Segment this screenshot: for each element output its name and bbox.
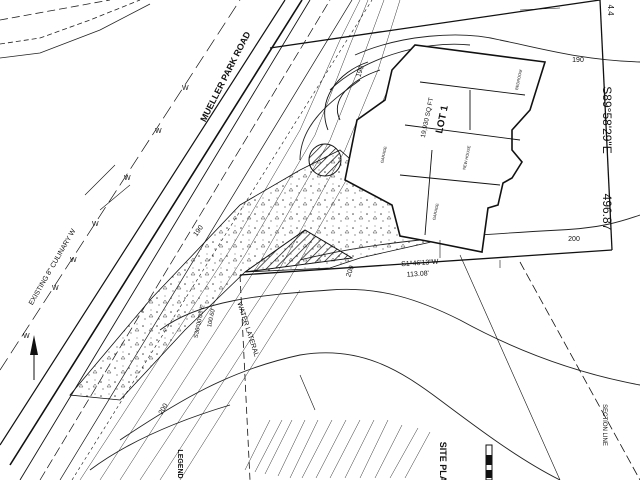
east-distance-label: 496.87 [600, 194, 614, 231]
contour-190-mid: 190 [193, 224, 205, 238]
contour-190-top: 190 [355, 65, 365, 78]
svg-text:W: W [155, 128, 162, 135]
section-line-label: SECTION LINE [601, 404, 607, 446]
contour-200-bottom: 200 [158, 402, 170, 416]
garage-label-1: GARAGE [379, 145, 388, 163]
corner-note: 4.4 [606, 4, 615, 16]
culinary-water-line: W W W W W W W [0, 0, 241, 371]
road-name-label: MUELLER PARK ROAD [198, 29, 252, 123]
contour-200-right: 200 [568, 236, 580, 243]
top-frame [0, 0, 151, 59]
contour-190-right: 190 [572, 57, 584, 64]
house-label: NEW HOUSE [462, 145, 472, 170]
svg-text:W: W [124, 175, 131, 182]
house-footprint [344, 44, 547, 253]
garage-label-2: GARAGE [431, 202, 440, 220]
property-boundary [239, 0, 640, 480]
legend-title: LEGEND [176, 449, 183, 478]
svg-text:W: W [23, 333, 30, 340]
culinary-water-label: EXISTING 8" CULINARY W [28, 228, 78, 307]
south-bearing-label: S1°46'13"W [401, 258, 439, 269]
svg-text:W: W [92, 221, 99, 228]
house-interior-lines [399, 81, 526, 236]
north-arrow [30, 335, 38, 380]
dimension-lines [84, 7, 561, 411]
tree-circle [308, 143, 342, 177]
svg-text:W: W [182, 85, 189, 92]
south-distance-label: 113.08' [407, 270, 430, 279]
svg-text:W: W [52, 285, 59, 292]
east-bearing-label: S89°58'29"E [600, 86, 614, 153]
contour-200-lower: 200 [345, 265, 356, 278]
scale-bar [485, 444, 493, 480]
site-plan-title: SITE PLA [438, 442, 448, 480]
frontage-distance-label: 100.60' [207, 308, 217, 328]
water-lateral-label: WATER LATERAL [235, 301, 259, 358]
bedroom-label: BEDROOM [514, 69, 523, 90]
hatched-area [244, 229, 354, 273]
svg-text:W: W [70, 257, 77, 264]
contour-lines [89, 34, 640, 480]
notes-block [244, 419, 431, 479]
driveway-curve [324, 61, 381, 131]
